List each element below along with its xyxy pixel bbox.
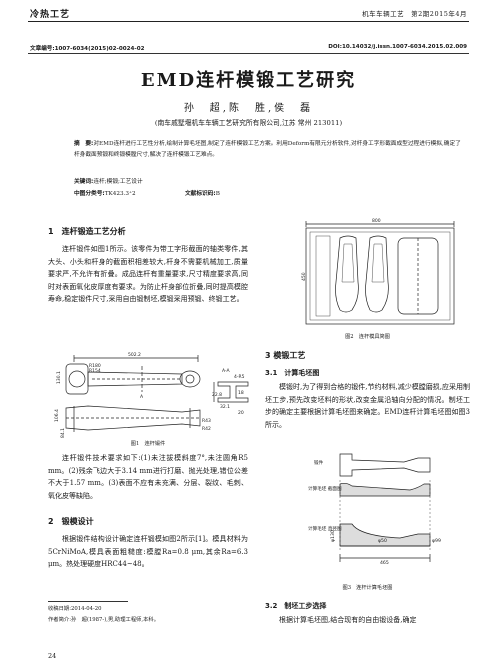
fig1-dim-right-v1: R43 <box>202 418 211 424</box>
subsection-3-2-paragraph: 根据计算毛坯图,结合现有的自由锻设备,确定 <box>279 616 417 624</box>
figure-2-caption: 图2 连杆模具简图 <box>345 334 390 340</box>
meta-rule <box>28 53 469 54</box>
abstract: 摘 要:对EMD连杆进行工艺性分析,绘制计算毛坯图,制定了连杆模锻工艺方案。利用… <box>74 139 462 161</box>
fig1-dim-height-left: 130.1 <box>56 371 62 384</box>
figure-3-calculated-blank: 锻件 计算毛坯 截面图 计算毛坯 直径图 φ130 φ50 φ99 465 <box>308 453 441 566</box>
fig1-dim-right-v2: R42 <box>202 426 211 432</box>
abstract-label: 摘 要: <box>74 141 94 147</box>
section-2-heading: 2 锻模设计 <box>48 517 94 526</box>
footnote-received: 收稿日期:2014-04-20 <box>48 606 102 612</box>
section-1-paragraph: 连杆锻件如图1所示。该零件为带工字形截面的轴类零件,其大头、小头和杆身的截面积相… <box>48 245 248 304</box>
issue-info: 机车车辆工艺 第2期2015年4月 <box>362 10 467 18</box>
footnote-rule <box>48 601 128 602</box>
fig1-dim-left-v2: 84.1 <box>60 428 66 438</box>
fig1-section-label: A-A <box>222 368 231 374</box>
fig1-dim-bottom-label: A <box>140 394 144 400</box>
fig1-dim-b: 32.1 <box>220 404 230 410</box>
footnote-author: 作者简介:孙 超(1987-),男,助理工程师,本科。 <box>48 617 159 623</box>
fig1-dim-d: 18 <box>238 390 244 396</box>
fig1-dim-top-length: 502.2 <box>128 352 141 358</box>
subsection-3-2-heading: 3.2 制坯工步选择 <box>265 602 327 610</box>
keywords-label: 关键词: <box>74 179 94 185</box>
figure-2-die-drawing: 800 450 <box>301 218 455 325</box>
fig1-dim-r1: R180 <box>89 363 101 369</box>
doi: DOI:10.14032/j.issn.1007-6034.2015.02.00… <box>328 44 467 50</box>
section-1-heading: 1 连杆锻造工艺分析 <box>48 227 126 236</box>
article-number: 文章编号:1007-6034(2015)02-0024-02 <box>30 46 145 52</box>
doc-code-label: 文献标识码: <box>185 191 216 197</box>
fig1-dim-r2: R154 <box>89 368 101 374</box>
keywords: 关键词:连杆;模锻;工艺设计 <box>74 176 143 185</box>
clc-label: 中图分类号: <box>74 191 105 197</box>
subsection-3-1-paragraph: 模锻时,为了得到合格的锻件,节约材料,减少模膛磨损,应采用制坯工步,预先改变坯料… <box>265 383 470 429</box>
clc-number: 中图分类号:TK423.3⁺2 <box>74 188 136 197</box>
fig3-section-chart-label: 计算毛坯 截面图 <box>308 485 342 492</box>
header-rule <box>28 21 469 22</box>
paper-title: EMD连杆模锻工艺研究 <box>140 70 357 91</box>
fig1-dim-left-v1: 106.4 <box>54 409 60 422</box>
section-3-heading: 3 模锻工艺 <box>265 351 306 360</box>
figure-1-connecting-rod-drawing: 502.2 R180 R154 130.1 A-A 4-R5 32.1 22.8… <box>54 352 249 438</box>
fig1-dim-e: 20 <box>238 410 244 416</box>
keywords-text: 连杆;模锻;工艺设计 <box>93 179 143 185</box>
authors: 孙 超,陈 胜,侯 磊 <box>183 103 314 114</box>
page-number: 24 <box>48 652 57 660</box>
section-2-paragraph: 根据锻件结构设计确定连杆锻模如图2所示[1]。模具材料为5CrNiMoA,模具表… <box>48 535 248 569</box>
fig3-forging-label: 锻件 <box>314 459 324 466</box>
document-code: 文献标识码:B <box>185 188 220 197</box>
fig3-length: 465 <box>380 560 389 566</box>
subsection-3-1-heading: 3.1 计算毛坯图 <box>265 369 320 377</box>
fig1-dim-a: 4-R5 <box>234 374 245 380</box>
clc-text: TK423.3⁺2 <box>104 191 136 197</box>
doc-code-text: B <box>215 191 220 197</box>
figure-1-caption: 图1 连杆锻件 <box>130 441 166 447</box>
figure-3-caption: 图3 连杆计算毛坯图 <box>342 585 393 591</box>
affiliation: (南车戚墅堰机车车辆工艺研究所有限公司,江苏 常州 213011) <box>154 119 343 127</box>
fig3-diameter-2: φ50 <box>378 538 387 544</box>
fig2-height-label: 450 <box>301 272 307 281</box>
fig3-diameter-chart-label: 计算毛坯 直径图 <box>308 525 342 532</box>
technical-requirements-paragraph: 连杆锻件技术要求如下:(1)未注拔模斜度7°,未注圆角R5 mm。(2)残余飞边… <box>48 454 248 500</box>
fig1-dim-c: 22.8 <box>212 392 222 398</box>
fig3-diameter-3: φ99 <box>432 538 441 544</box>
abstract-text: 对EMD连杆进行工艺性分析,绘制计算毛坯图,制定了连杆模锻工艺方案。利用Defo… <box>74 141 461 158</box>
fig2-width-label: 800 <box>372 218 381 224</box>
journal-name: 冷热工艺 <box>30 10 71 20</box>
fig3-diameter-1: φ130 <box>330 530 336 542</box>
